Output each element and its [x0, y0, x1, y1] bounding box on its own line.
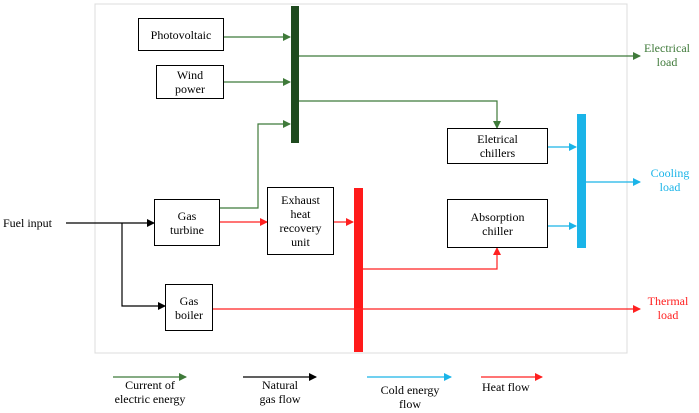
- thermal-load-label: Thermal load: [638, 294, 698, 322]
- electrical-load-label: Electrical load: [636, 41, 698, 69]
- electrical-chillers-box: Eletrical chillers: [447, 128, 548, 164]
- legend-gas-label: Natural gas flow: [240, 378, 320, 406]
- gas-boiler-label-line1: Gas: [179, 293, 199, 308]
- legend-gas-line2: gas flow: [259, 392, 301, 406]
- cooling-load-line1: Cooling: [650, 166, 690, 180]
- legend-cold-line1: Cold energy: [380, 383, 440, 397]
- wind-power-label-line2: power: [175, 82, 205, 96]
- absorption-chiller-label-line2: chiller: [482, 223, 513, 238]
- exhaust-label-line3: recovery: [279, 221, 322, 235]
- exhaust-label-line4: unit: [291, 235, 310, 249]
- legend-electric-line1: Current of: [125, 378, 175, 392]
- photovoltaic-box: Photovoltaic: [138, 18, 224, 51]
- electric-bus: [291, 6, 299, 143]
- system-boundary: [94, 3, 628, 354]
- thermal-load-line2: load: [657, 308, 679, 322]
- gas-turbine-label-line2: turbine: [170, 222, 204, 237]
- absorption-chiller-label-line1: Absorption: [470, 209, 525, 224]
- gas-turbine-box: Gas turbine: [154, 199, 220, 246]
- electrical-load-line2: load: [656, 55, 678, 69]
- legend-heat-label: Heat flow: [482, 380, 530, 394]
- absorption-chiller-box: Absorption chiller: [447, 199, 548, 248]
- gas-boiler-label-line2: boiler: [175, 307, 203, 322]
- fuel-input-label: Fuel input: [3, 216, 53, 230]
- electrical-load-line1: Electrical: [644, 41, 690, 55]
- photovoltaic-label: Photovoltaic: [150, 27, 212, 42]
- exhaust-heat-recovery-box: Exhaust heat recovery unit: [267, 187, 334, 255]
- turbine-to-bus: [220, 120, 291, 209]
- bus-to-electrical-chillers: [299, 100, 501, 129]
- fuel-to-boiler: [121, 223, 166, 310]
- heat-bus-to-absorption: [363, 247, 501, 270]
- electrical-chillers-label-line2: chillers: [479, 146, 516, 160]
- electrical-chillers-label-line1: Eletrical: [477, 132, 518, 146]
- exhaust-label-line1: Exhaust: [281, 193, 320, 207]
- wind-power-box: Wind power: [156, 65, 224, 99]
- exhaust-label-line2: heat: [290, 207, 311, 221]
- legend-cold-line2: flow: [399, 397, 421, 411]
- wind-power-label-line1: Wind: [176, 68, 204, 82]
- legend-electric-line2: electric energy: [114, 392, 186, 406]
- heat-bus: [354, 188, 363, 352]
- cold-bus: [577, 114, 586, 248]
- legend-electric-label: Current of electric energy: [98, 378, 202, 406]
- gas-boiler-box: Gas boiler: [165, 284, 213, 331]
- legend-cold-label: Cold energy flow: [360, 383, 460, 411]
- legend-gas-line1: Natural: [262, 378, 298, 392]
- gas-turbine-label-line1: Gas: [177, 208, 197, 223]
- thermal-load-line1: Thermal: [647, 294, 689, 308]
- cooling-load-label: Cooling load: [642, 166, 698, 194]
- cooling-load-line2: load: [659, 180, 681, 194]
